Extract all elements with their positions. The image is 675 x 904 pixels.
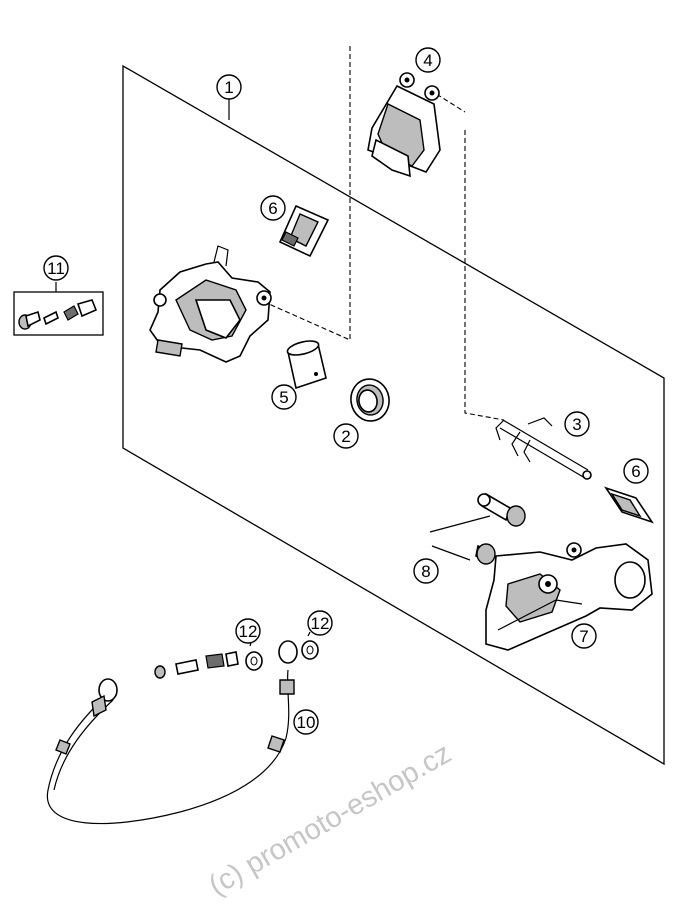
callout-6-top-label: 6	[268, 199, 277, 218]
caliper-carrier-part	[485, 542, 653, 651]
pad-spring-part-top	[278, 204, 330, 258]
banjo-bolt-washers-part	[154, 631, 319, 679]
callout-2-label: 2	[341, 427, 350, 446]
bleed-nipple-set-part	[13, 282, 104, 336]
callout-7-label: 7	[579, 627, 588, 646]
callout-6-right: 6	[623, 458, 649, 484]
callout-7: 7	[571, 623, 597, 649]
callout-6-right-label: 6	[631, 462, 640, 481]
callout-5-label: 5	[279, 388, 288, 407]
callout-4-label: 4	[423, 51, 432, 70]
callout-4: 4	[415, 47, 441, 73]
brake-hose-part	[46, 640, 298, 825]
seal-ring-part	[350, 378, 390, 422]
guide-pins-part	[429, 492, 526, 565]
callout-12-left-label: 12	[239, 622, 258, 641]
callout-11: 11	[43, 255, 69, 281]
callout-8-label: 8	[421, 562, 430, 581]
callout-6-top: 6	[260, 195, 286, 221]
callout-5: 5	[271, 384, 297, 410]
piston-part	[286, 340, 327, 390]
guide-lines	[228, 46, 505, 421]
callout-3: 3	[564, 411, 590, 437]
callout-12-right-label: 12	[311, 614, 330, 633]
callout-10-label: 10	[297, 713, 316, 732]
pad-spring-part-right	[604, 486, 654, 524]
callout-12-left: 12	[235, 618, 261, 644]
watermark-text: (c) promoto-eshop.cz	[204, 737, 457, 902]
callout-12-right: 12	[307, 610, 333, 636]
callout-1-label: 1	[224, 78, 233, 97]
pin-and-clips-part	[495, 417, 592, 480]
caliper-assembly-frame	[122, 64, 665, 766]
callout-3-label: 3	[572, 415, 581, 434]
caliper-body-part	[149, 245, 272, 363]
callout-10: 10	[293, 709, 319, 735]
brake-pads-part	[367, 72, 441, 178]
callout-8: 8	[413, 558, 439, 584]
callout-11-label: 11	[47, 259, 65, 278]
callout-1: 1	[216, 74, 242, 100]
callout-2: 2	[333, 423, 359, 449]
